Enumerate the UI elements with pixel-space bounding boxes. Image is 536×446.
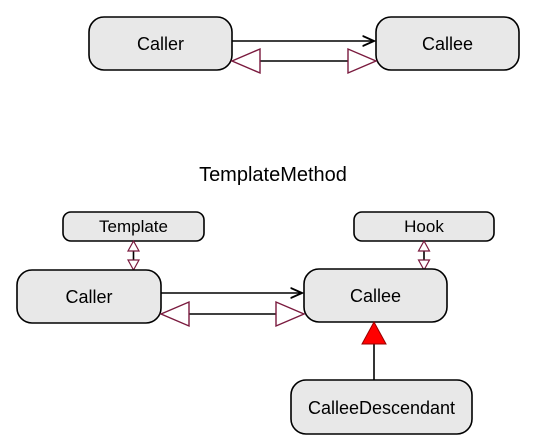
bottom-right-hollow-triangle-icon xyxy=(275,300,306,328)
hook-callee-connector xyxy=(417,239,431,272)
template-caller-connector xyxy=(126,239,141,272)
bottom-caller-label: Caller xyxy=(65,287,112,307)
top-caller-node[interactable]: Caller xyxy=(88,16,233,71)
bottom-caller-node[interactable]: Caller xyxy=(16,269,162,324)
template-down-triangle-icon xyxy=(126,259,141,272)
bottom-left-hollow-triangle-icon xyxy=(159,300,190,328)
diagram-title: TemplateMethod xyxy=(199,164,347,186)
top-caller-label: Caller xyxy=(137,34,184,54)
bottom-callee-node[interactable]: Callee xyxy=(303,268,448,323)
top-diagram: Caller Callee xyxy=(88,16,520,75)
bottom-diagram: Template Hook Caller Callee xyxy=(16,211,495,435)
hook-down-triangle-icon xyxy=(417,259,431,272)
bottom-callee-label: Callee xyxy=(350,286,401,306)
hook-label: Hook xyxy=(404,217,444,236)
template-node[interactable]: Template xyxy=(62,211,205,242)
template-label: Template xyxy=(99,217,168,236)
top-callee-node[interactable]: Callee xyxy=(375,16,520,71)
template-up-triangle-icon xyxy=(126,239,141,252)
inheritance-triangle-icon xyxy=(361,320,387,345)
top-callee-label: Callee xyxy=(422,34,473,54)
hook-up-triangle-icon xyxy=(417,239,431,252)
top-right-hollow-triangle-icon xyxy=(347,47,378,75)
hook-node[interactable]: Hook xyxy=(353,211,495,242)
top-left-hollow-triangle-icon xyxy=(230,47,261,75)
callee-descendant-node[interactable]: CalleeDescendant xyxy=(290,379,473,435)
callee-descendant-label: CalleeDescendant xyxy=(308,398,455,418)
